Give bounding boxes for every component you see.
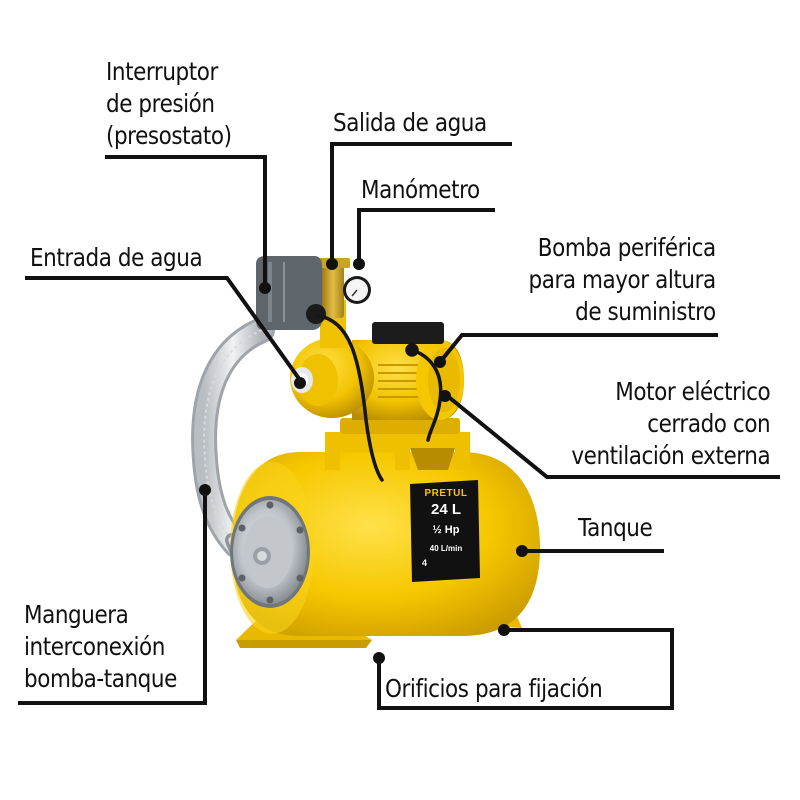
callout-mounting-holes: Orificios para fijación xyxy=(385,674,603,703)
dot-water-outlet xyxy=(326,258,338,270)
callout-tank: Tanque xyxy=(578,513,653,542)
pressure-switch xyxy=(256,256,326,330)
callout-pressure-switch: Interruptor de presión (presostato) xyxy=(106,57,232,150)
dot-peripheral-pump xyxy=(434,356,446,368)
dot-water-inlet xyxy=(294,377,306,389)
dot-pressure-switch xyxy=(259,282,271,294)
leader-peripheral-pump xyxy=(438,333,718,364)
tank-capacity: 24 L xyxy=(430,501,461,518)
dot-mounting-holes-rear xyxy=(498,624,510,636)
power-cables xyxy=(316,314,443,482)
leader-pressure-switch xyxy=(105,155,267,284)
leader-water-inlet xyxy=(25,276,302,382)
dot-hose xyxy=(199,484,211,496)
callout-water-inlet: Entrada de agua xyxy=(30,243,203,272)
outlet-count: 4 xyxy=(422,558,428,568)
product-label xyxy=(410,480,480,582)
leader-hose xyxy=(18,491,207,705)
callout-hose: Manguera interconexión bomba-tanque xyxy=(24,600,177,693)
callout-peripheral-pump: Bomba periférica para mayor altura de su… xyxy=(528,233,717,326)
flow-rate: 40 L/min xyxy=(429,544,463,553)
dot-electric-motor xyxy=(439,390,451,402)
dot-pressure-gauge xyxy=(353,258,365,270)
leader-pressure-gauge xyxy=(357,208,495,261)
dot-tank xyxy=(516,545,528,557)
tank xyxy=(230,432,540,648)
motor-power: ½ Hp xyxy=(432,524,460,536)
pressure-gauge xyxy=(343,276,371,304)
leader-water-outlet xyxy=(330,142,512,261)
callout-dots xyxy=(199,258,528,664)
callout-pressure-gauge: Manómetro xyxy=(361,175,480,204)
callout-water-outlet: Salida de agua xyxy=(333,108,487,137)
product-label-text: PRETUL 24 L ½ Hp 40 L/min 4 xyxy=(412,484,480,568)
brand-name: PRETUL xyxy=(424,488,468,499)
dot-mounting-holes-front xyxy=(373,652,385,664)
callout-electric-motor: Motor eléctrico cerrado con ventilación … xyxy=(571,377,770,470)
callout-lines xyxy=(18,142,780,710)
leader-mounting-holes xyxy=(377,628,674,710)
leader-electric-motor xyxy=(443,392,780,479)
